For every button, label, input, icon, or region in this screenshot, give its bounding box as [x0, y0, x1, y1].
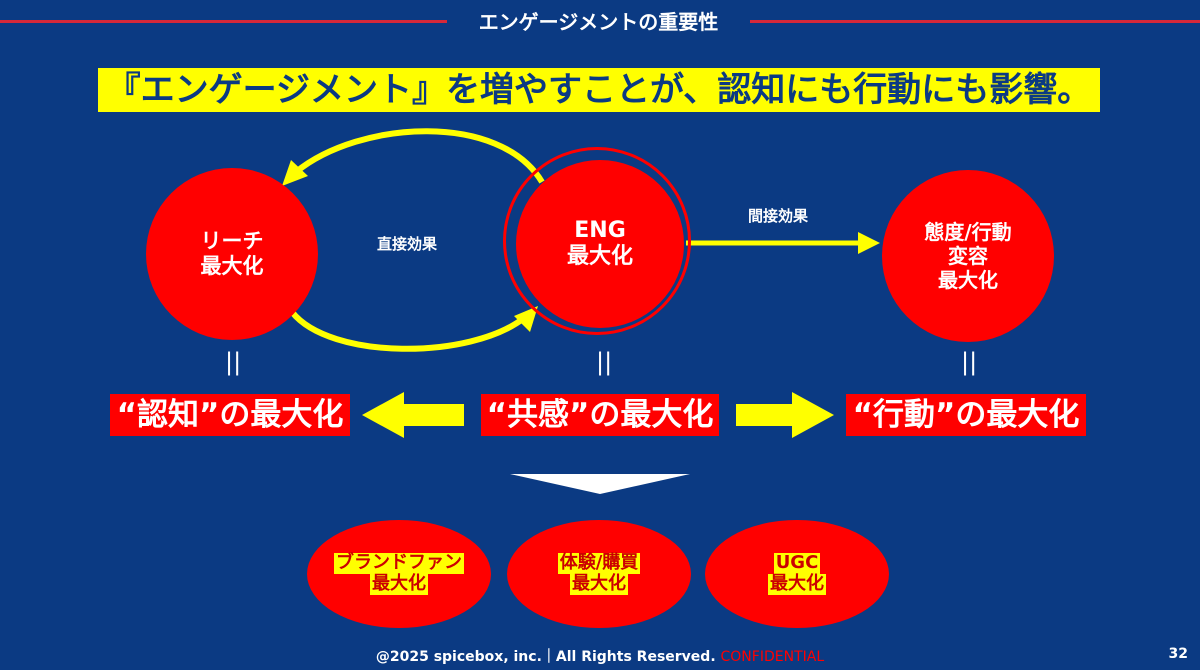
- direct-effect-arrow-top: [294, 128, 545, 184]
- reach-line1: リーチ: [200, 228, 264, 253]
- footer-confidential: CONFIDENTIAL: [720, 649, 825, 665]
- behavior-line3: 最大化: [938, 268, 998, 292]
- empathy-maximize-label: “共感”の最大化: [481, 394, 719, 436]
- direct-effect-arrowhead-bottom: [514, 306, 538, 332]
- reach-maximize-circle: リーチ 最大化: [146, 168, 318, 340]
- behavior-line1: 態度/行動: [924, 220, 1012, 244]
- headline-banner: 『エンゲージメント』を増やすことが、認知にも行動にも影響。: [98, 68, 1100, 112]
- equal-sign-behavior: ||: [961, 348, 978, 376]
- direct-effect-arrowhead-top: [282, 160, 308, 186]
- eng-outer-ring: [503, 147, 691, 335]
- equal-sign-eng: ||: [596, 348, 613, 376]
- recognition-maximize-label: “認知”の最大化: [110, 394, 350, 436]
- outcome-ugc-oval: UGC 最大化: [705, 520, 889, 628]
- outcome-line1: 体験/購買: [557, 552, 641, 574]
- page-number: 32: [1168, 646, 1188, 662]
- outcome-line2: 最大化: [570, 573, 628, 595]
- outcome-experience-purchase-oval: 体験/購買 最大化: [507, 520, 691, 628]
- outcome-brand-fan-oval: ブランドファン 最大化: [307, 520, 491, 628]
- behavior-maximize-circle: 態度/行動 変容 最大化: [882, 170, 1054, 342]
- eng-line1: ENG: [574, 217, 626, 243]
- outcome-line2: 最大化: [768, 573, 826, 595]
- reach-line2: 最大化: [200, 254, 264, 278]
- footer-copyright: @2025 spicebox, inc.｜All Rights Reserved…: [375, 649, 716, 665]
- block-arrow-right: [736, 392, 834, 438]
- equal-sign-reach: ||: [225, 348, 242, 376]
- eng-maximize-circle: ENG 最大化: [516, 160, 684, 328]
- indirect-effect-arrowhead: [858, 232, 880, 254]
- outcome-line1: ブランドファン: [334, 552, 464, 574]
- block-arrow-left: [362, 392, 464, 438]
- down-chevron-triangle: [510, 474, 690, 494]
- footer: @2025 spicebox, inc.｜All Rights Reserved…: [0, 646, 1200, 666]
- header-rule-right: [750, 20, 1200, 23]
- header-title: エンゲージメントの重要性: [478, 10, 719, 34]
- outcome-line2: 最大化: [370, 573, 428, 595]
- action-maximize-label: “行動”の最大化: [846, 394, 1086, 436]
- direct-effect-label: 直接効果: [377, 235, 438, 253]
- behavior-line2: 変容: [948, 244, 988, 268]
- header-rule-left: [0, 20, 447, 23]
- direct-effect-arrow-bottom: [289, 310, 526, 352]
- indirect-effect-label: 間接効果: [748, 207, 809, 225]
- outcome-line1: UGC: [773, 552, 821, 574]
- eng-line2: 最大化: [566, 244, 633, 269]
